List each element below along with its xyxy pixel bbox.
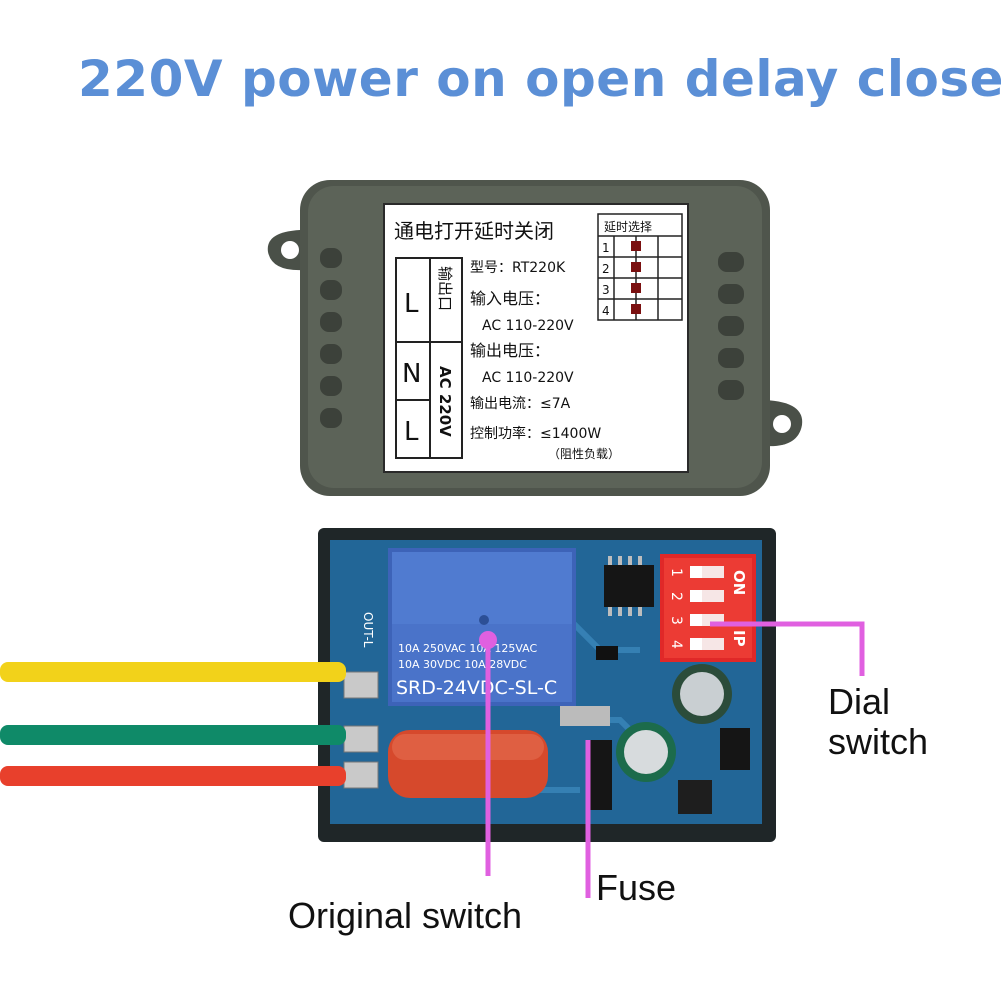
wire-green	[0, 725, 346, 745]
label-model: 型号：RT220K	[470, 260, 566, 276]
callout-dial-line2: switch	[828, 721, 929, 762]
dip-number-1: 1	[668, 568, 684, 577]
relay-rating-line1: 10A 250VAC 10A 125VAC	[398, 642, 538, 655]
product-label	[383, 203, 689, 473]
label-control-power: 控制功率：≤1400W	[470, 425, 601, 442]
wire-red	[0, 766, 346, 786]
pcb-module	[318, 528, 776, 842]
callout-lines	[485, 621, 865, 898]
dip-switch[interactable]	[660, 554, 756, 662]
dip-number-4: 4	[668, 640, 684, 649]
dip-number-3: 3	[668, 616, 684, 625]
label-delay-row-2: 2	[602, 262, 610, 276]
board-out-label: OUT-L	[361, 612, 375, 648]
wires	[0, 662, 346, 786]
callout-dot-original	[479, 631, 497, 649]
terminal-output-l: L	[404, 289, 419, 319]
label-output-voltage-value: AC 110-220V	[482, 370, 574, 386]
headline: 220V power on open delay close	[78, 50, 1001, 108]
relay	[388, 548, 576, 706]
terminal-output-tag: 输出口	[436, 266, 454, 311]
callout-dial-line1: Dial	[828, 681, 891, 722]
callout-line-dial	[710, 621, 865, 676]
relay-model: SRD-24VDC-SL-C	[396, 677, 557, 699]
dip-on-label: ON	[730, 570, 748, 595]
dip-ip-label: IP	[730, 630, 748, 647]
label-load-note: （阻性负载）	[548, 447, 620, 461]
terminal-ac-tag: AC 220V	[436, 366, 454, 437]
label-delay-row-1: 1	[602, 241, 610, 255]
terminal-l: L	[404, 417, 419, 447]
dip-number-2: 2	[668, 592, 684, 601]
label-input-voltage: 输入电压：	[470, 289, 550, 308]
label-output-voltage: 输出电压：	[470, 341, 550, 360]
callout-fuse: Fuse	[596, 867, 677, 908]
label-output-current: 输出电流：≤7A	[470, 396, 571, 412]
label-title: 通电打开延时关闭	[394, 219, 554, 243]
wire-yellow	[0, 662, 346, 682]
label-delay-row-3: 3	[602, 283, 610, 297]
label-delay-select-title: 延时选择	[604, 220, 652, 234]
callout-dial-switch: Dial switch	[828, 682, 928, 762]
terminal-n: N	[402, 359, 421, 389]
callout-original-switch: Original switch	[288, 895, 523, 936]
label-input-voltage-value: AC 110-220V	[482, 318, 574, 334]
label-delay-row-4: 4	[602, 304, 610, 318]
relay-rating-line2: 10A 30VDC 10A 28VDC	[398, 658, 527, 671]
